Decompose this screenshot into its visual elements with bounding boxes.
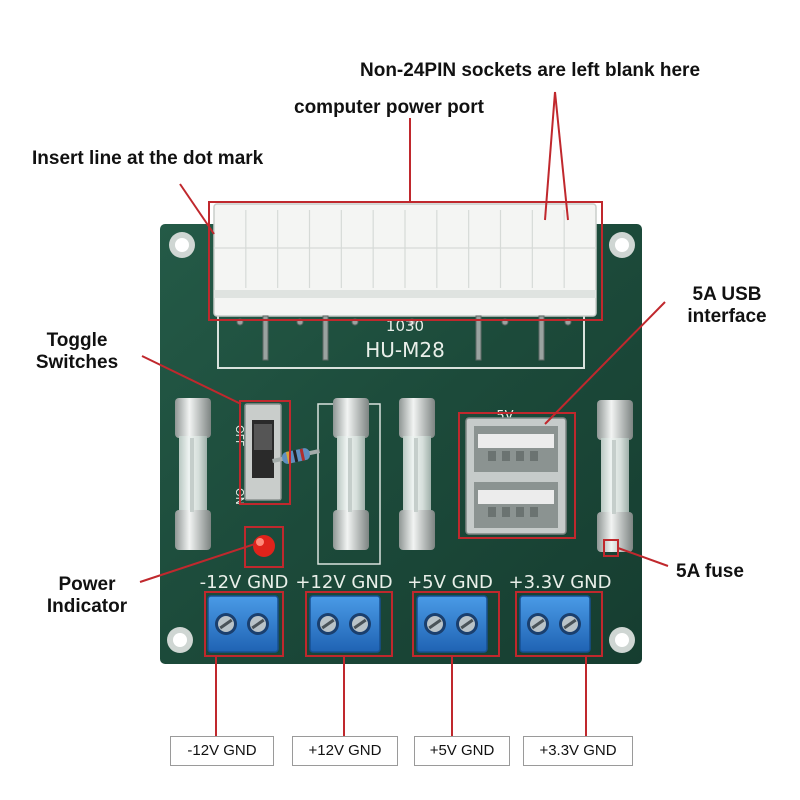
terminal-label-minus12v: -12V GND xyxy=(170,736,274,766)
fuse-5v xyxy=(399,398,435,550)
fuse-right xyxy=(597,400,633,552)
power-led xyxy=(253,535,275,557)
annotation-lines xyxy=(139,91,669,738)
silk-label-3: +5V GND xyxy=(407,572,493,593)
silk-label-1: -12V GND xyxy=(200,572,289,593)
silk-label-2: +12V GND xyxy=(295,572,392,593)
toggle-switch: OFF ON xyxy=(233,403,282,505)
board-code-text: 1030 xyxy=(386,317,424,335)
pcb-board xyxy=(160,224,642,664)
silk-label-4: +3.3V GND xyxy=(508,572,611,593)
callout-fuse: 5A fuse xyxy=(676,561,744,582)
terminal-label-plus12v: +12V GND xyxy=(292,736,398,766)
terminal-block-minus12v xyxy=(207,595,279,653)
fuse-12v xyxy=(333,398,369,550)
terminal-label-plus3v3: +3.3V GND xyxy=(523,736,633,766)
terminal-block-plus12v xyxy=(309,595,381,653)
callout-usb: 5A USB interface xyxy=(687,284,767,327)
callout-dot-mark: Insert line at the dot mark xyxy=(32,148,264,169)
terminal-label-plus5v: +5V GND xyxy=(414,736,510,766)
resistor xyxy=(272,448,320,464)
mounting-holes xyxy=(167,232,635,653)
atx-connector xyxy=(213,203,597,317)
terminal-blocks xyxy=(207,595,591,653)
fuse-left xyxy=(175,398,211,550)
terminal-block-plus3v3 xyxy=(519,595,591,653)
callout-toggle-switches: Toggle Switches xyxy=(35,330,119,373)
board-silk-labels: -12V GND +12V GND +5V GND +3.3V GND xyxy=(200,572,612,593)
usb-ports: 5V xyxy=(465,409,567,535)
board-model-text: HU-M28 xyxy=(365,338,445,362)
callout-power-port: computer power port xyxy=(294,97,485,118)
terminal-block-plus5v xyxy=(416,595,488,653)
callout-power-indicator: Power Indicator xyxy=(46,574,128,617)
callout-non24pin: Non-24PIN sockets are left blank here xyxy=(360,60,701,81)
